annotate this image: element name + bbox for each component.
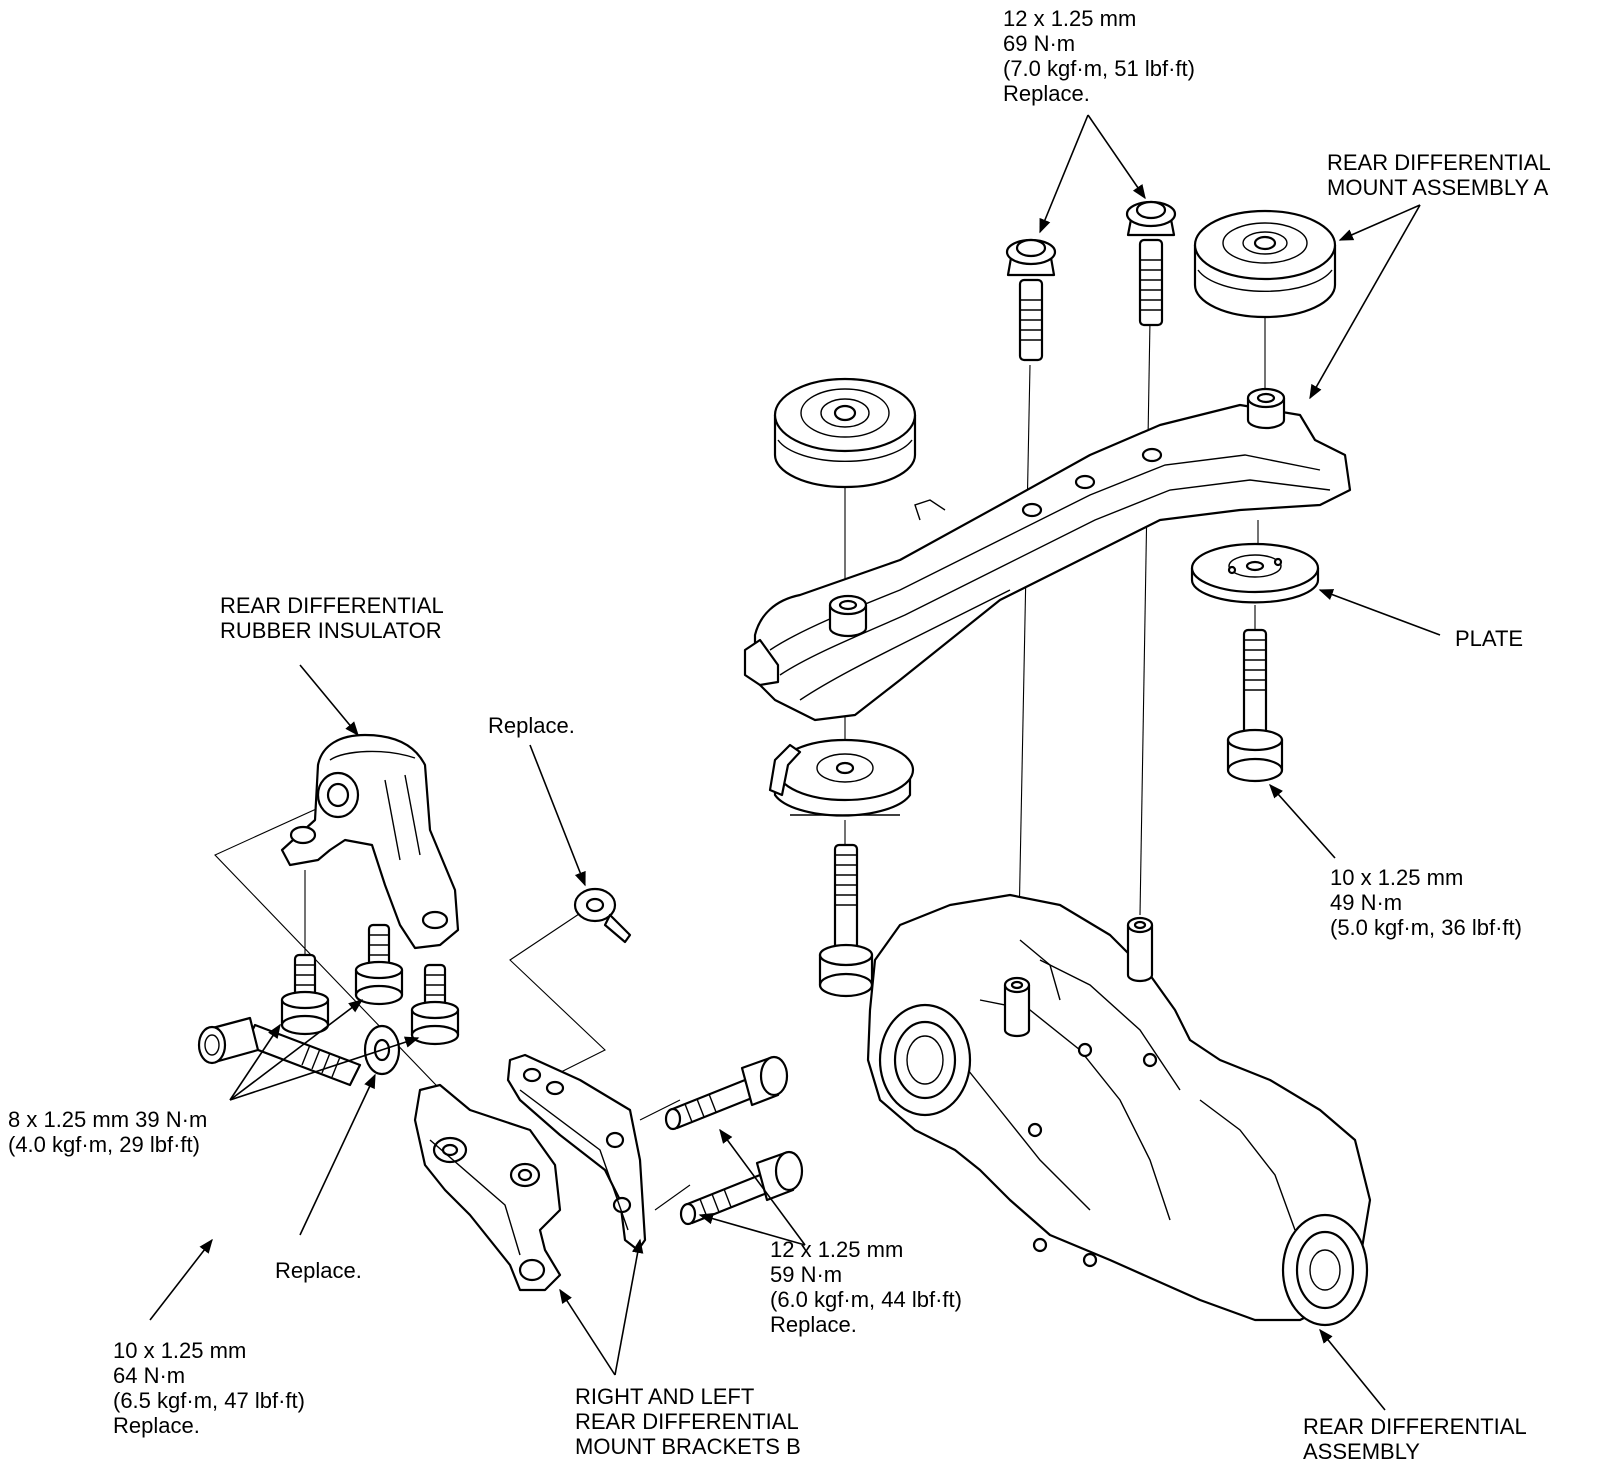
- nut-replace-label: Replace.: [488, 713, 575, 738]
- diff-assembly-line-1: REAR DIFFERENTIAL: [1303, 1414, 1527, 1439]
- bracket-bolt-lower: [679, 1150, 804, 1226]
- long-bolt: [197, 1016, 362, 1087]
- plate-bolt-spec: 10 x 1.25 mm 49 N·m (5.0 kgf·m, 36 lbf·f…: [1330, 865, 1522, 940]
- lower-mount-left: [768, 738, 915, 817]
- rubber-insulator-part: [280, 733, 460, 950]
- bracket-bolts-torque-alt: (6.0 kgf·m, 44 lbf·ft): [770, 1287, 962, 1312]
- plate-line-1: PLATE: [1455, 626, 1524, 651]
- mount-beam: [743, 387, 1352, 722]
- washer-replace-line: Replace.: [275, 1258, 362, 1283]
- bracket-bolts-size: 12 x 1.25 mm: [770, 1237, 904, 1262]
- plate-bolt-size: 10 x 1.25 mm: [1330, 865, 1464, 890]
- bracket-b-left: [413, 1083, 562, 1292]
- insulator-line-1: REAR DIFFERENTIAL: [220, 593, 444, 618]
- long-bolt-spec: 10 x 1.25 mm 64 N·m (6.5 kgf·m, 47 lbf·f…: [113, 1338, 305, 1438]
- upper-bolt-right: [1125, 200, 1177, 327]
- long-bolt-size: 10 x 1.25 mm: [113, 1338, 247, 1363]
- insulator-bolts-torque-alt: (4.0 kgf·m, 29 lbf·ft): [8, 1132, 200, 1157]
- washer-replace-label: Replace.: [275, 1258, 362, 1283]
- long-bolt-torque: 64 N·m: [113, 1363, 186, 1388]
- leader-lines: [149, 114, 1441, 1411]
- mount-rubber-left: [773, 377, 917, 489]
- mount-rubber-right: [1193, 209, 1337, 319]
- differential-housing: [866, 893, 1372, 1327]
- bracket-bolts-replace: Replace.: [770, 1312, 857, 1337]
- upper-bolts-torque: 69 N·m: [1003, 31, 1076, 56]
- brackets-b-line-2: REAR DIFFERENTIAL: [575, 1409, 799, 1434]
- bracket-b-right: [506, 1053, 647, 1252]
- nut-replace-line: Replace.: [488, 713, 575, 738]
- insulator-bolt-3: [410, 963, 460, 1046]
- mount-a-line-2: MOUNT ASSEMBLY A: [1327, 175, 1549, 200]
- upper-bolts-spec: 12 x 1.25 mm 69 N·m (7.0 kgf·m, 51 lbf·f…: [1003, 6, 1195, 106]
- mount-a-line-1: REAR DIFFERENTIAL: [1327, 150, 1551, 175]
- long-bolt-replace: Replace.: [113, 1413, 200, 1438]
- insulator-bolt-2: [354, 923, 404, 1006]
- upper-bolts-torque-alt: (7.0 kgf·m, 51 lbf·ft): [1003, 56, 1195, 81]
- upper-bolt-left: [1005, 238, 1057, 362]
- bracket-bolt-upper: [664, 1055, 789, 1131]
- lower-mount-bolt: [818, 843, 874, 998]
- insulator-line-2: RUBBER INSULATOR: [220, 618, 442, 643]
- insulator-bolts-size-torque: 8 x 1.25 mm 39 N·m: [8, 1107, 208, 1132]
- long-bolt-torque-alt: (6.5 kgf·m, 47 lbf·ft): [113, 1388, 305, 1413]
- plate-bolt-torque: 49 N·m: [1330, 890, 1403, 915]
- brackets-b-line-1: RIGHT AND LEFT: [575, 1384, 755, 1409]
- plate-bolt-torque-alt: (5.0 kgf·m, 36 lbf·ft): [1330, 915, 1522, 940]
- plate-label: PLATE: [1455, 626, 1523, 651]
- plate-bolt: [1226, 628, 1284, 783]
- insulator-bolts-spec: 8 x 1.25 mm 39 N·m (4.0 kgf·m, 29 lbf·ft…: [8, 1107, 207, 1157]
- plate-part: [1190, 542, 1320, 604]
- insulator-bolt-1: [280, 953, 330, 1036]
- mount-assembly-a-label: REAR DIFFERENTIAL MOUNT ASSEMBLY A: [1327, 150, 1551, 200]
- alignment-lines: [214, 315, 1266, 1211]
- bracket-bolts-spec: 12 x 1.25 mm 59 N·m (6.0 kgf·m, 44 lbf·f…: [770, 1237, 962, 1337]
- differential-assembly-label: REAR DIFFERENTIAL ASSEMBLY: [1303, 1414, 1527, 1464]
- upper-bolts-replace: Replace.: [1003, 81, 1090, 106]
- replace-nut: [573, 887, 632, 944]
- diff-assembly-line-2: ASSEMBLY: [1303, 1439, 1420, 1464]
- brackets-b-label: RIGHT AND LEFT REAR DIFFERENTIAL MOUNT B…: [575, 1384, 801, 1459]
- upper-bolts-size: 12 x 1.25 mm: [1003, 6, 1137, 31]
- bracket-bolts-torque: 59 N·m: [770, 1262, 843, 1287]
- brackets-b-line-3: MOUNT BRACKETS B: [575, 1434, 801, 1459]
- rubber-insulator-label: REAR DIFFERENTIAL RUBBER INSULATOR: [220, 593, 444, 643]
